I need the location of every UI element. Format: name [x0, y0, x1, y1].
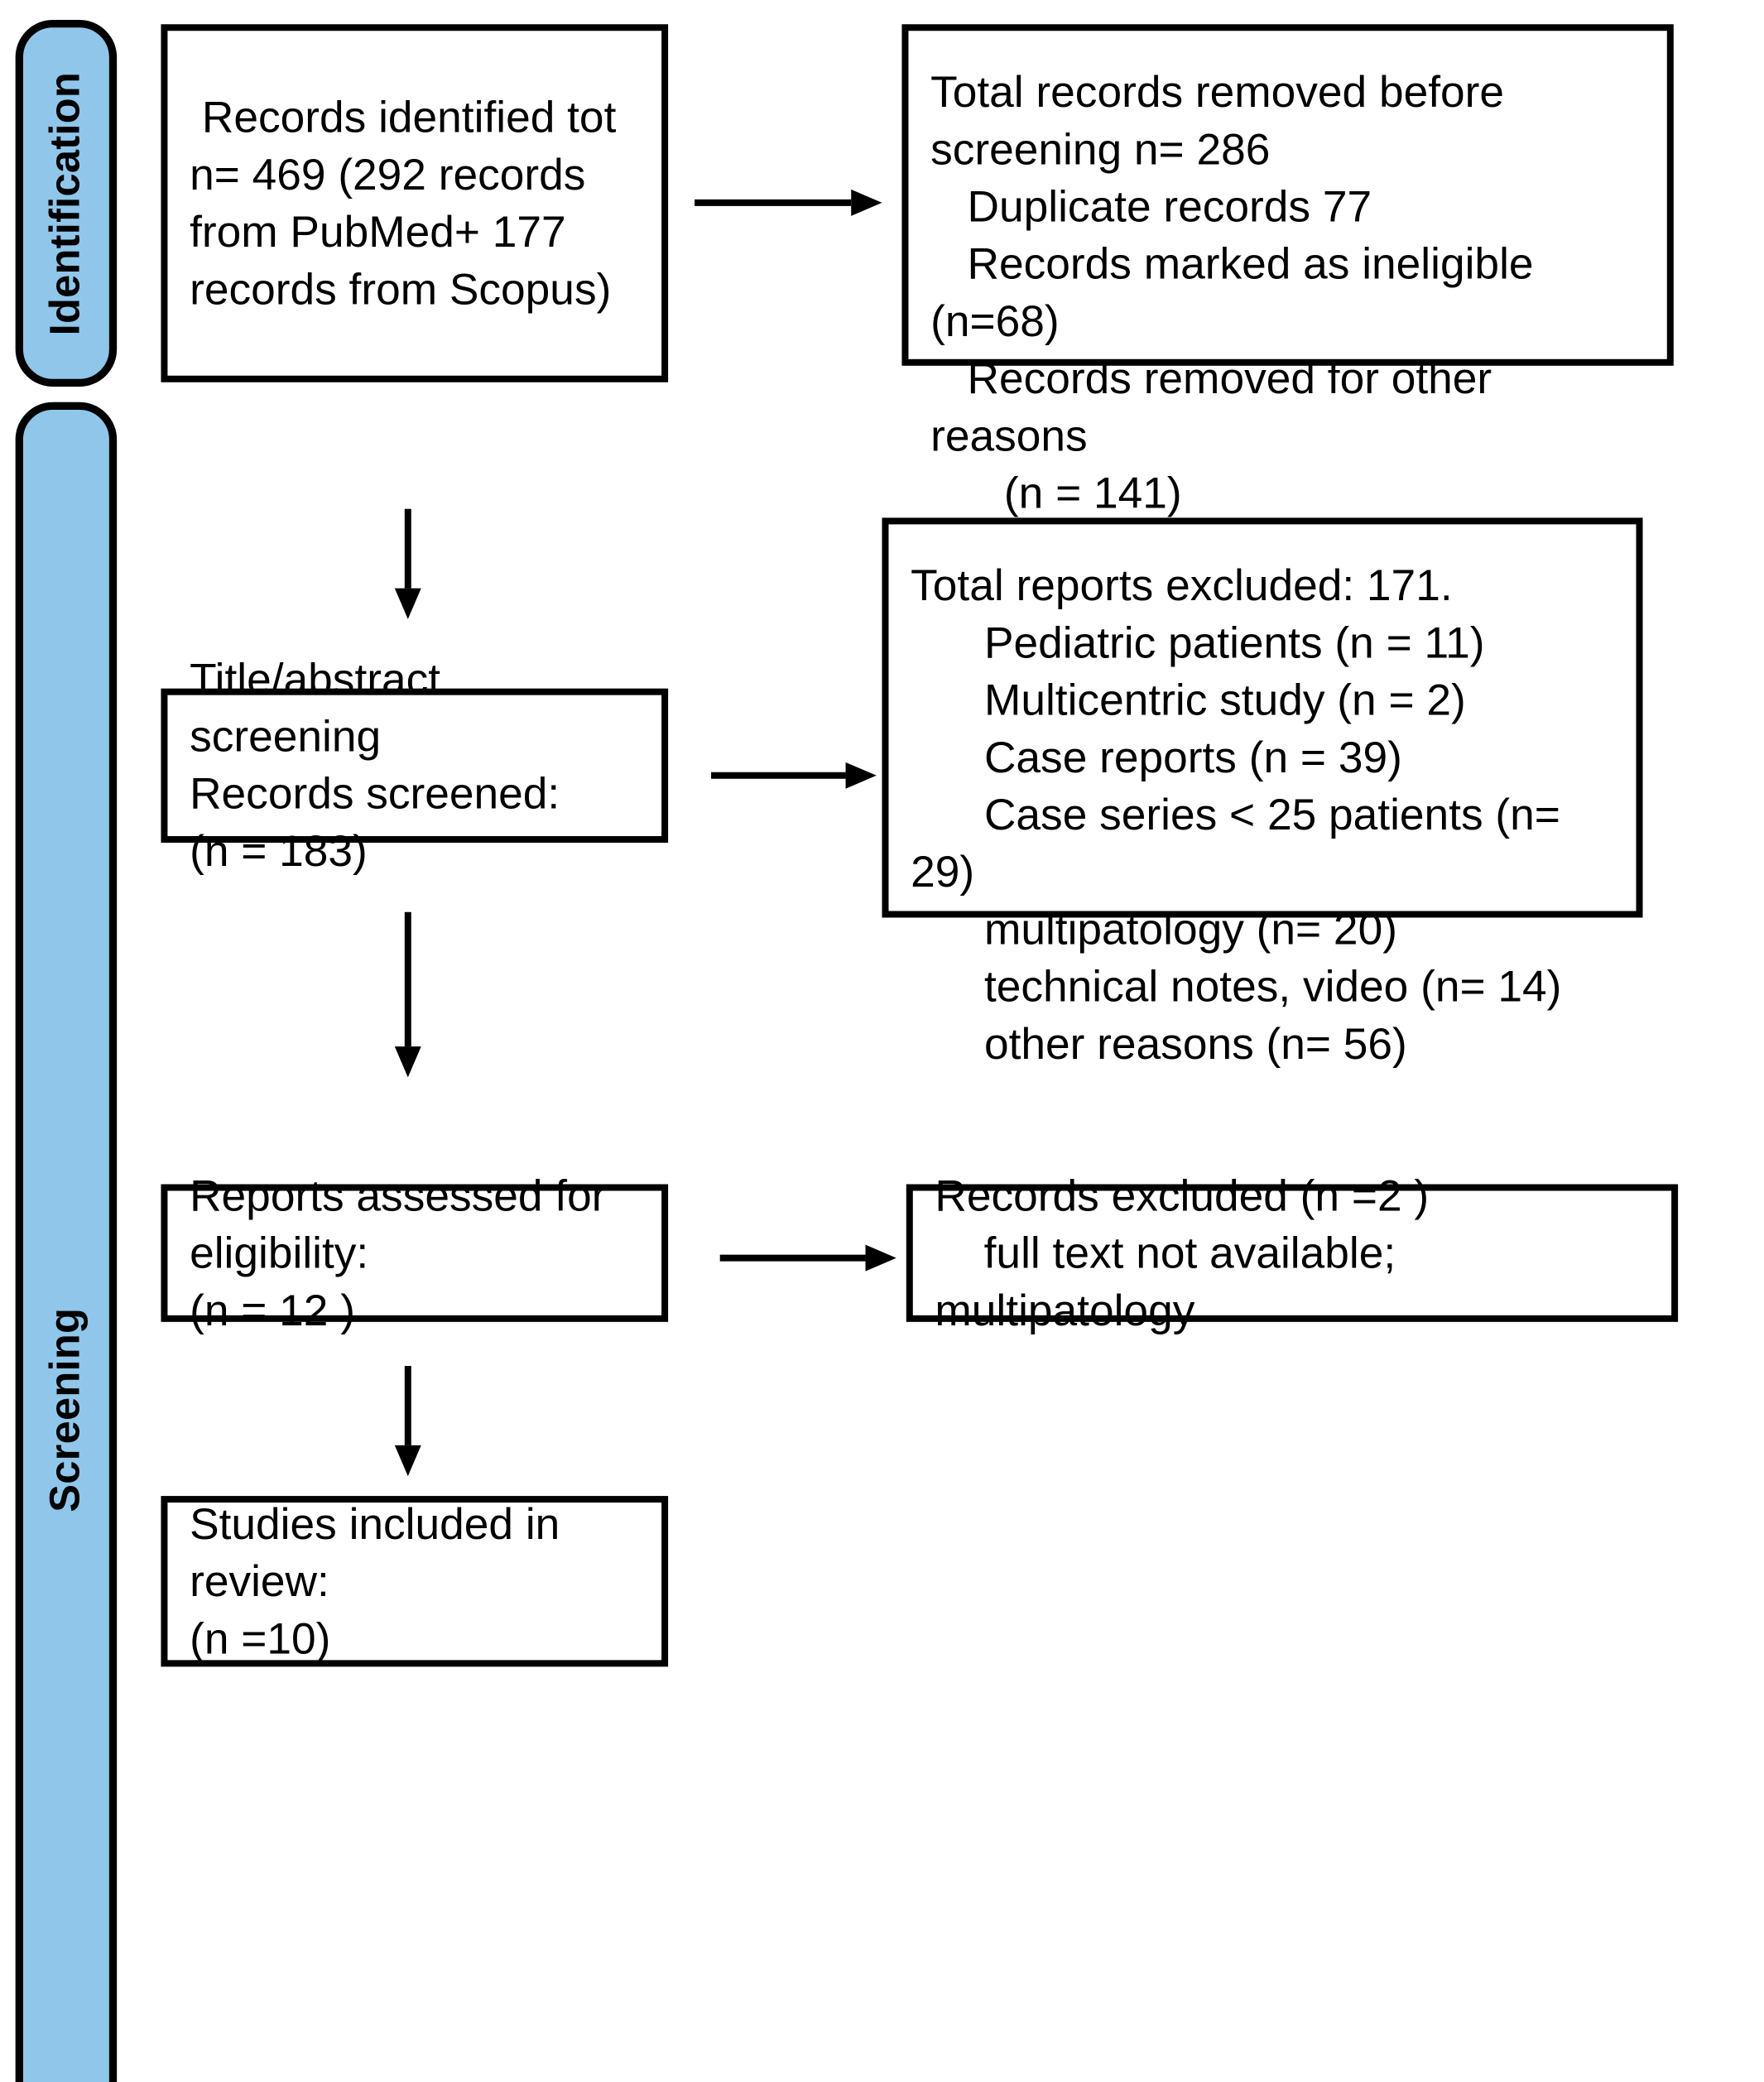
arrow-identified-to-removed [695, 189, 882, 216]
arrow-screened-to-assessed [394, 911, 421, 1078]
arrow-assessed-to-included [394, 1366, 421, 1477]
box-records-excluded-fulltext-text: Records excluded (n =2 ) full text not a… [935, 1171, 1430, 1335]
arrow-assessed-to-excluded [719, 1244, 896, 1272]
box-studies-included-text: Studies included in review: (n =10) [190, 1499, 560, 1663]
box-records-screened-text: Title/abstract screening Records screene… [190, 655, 560, 876]
arrow-screened-to-excluded [711, 762, 877, 789]
box-records-screened: Title/abstract screening Records screene… [161, 656, 669, 876]
phase-label-screening: Screening [42, 1307, 89, 1512]
phase-label-identification: Identification [42, 71, 89, 335]
box-reports-excluded-text: Total reports excluded: 171. Pediatric p… [911, 561, 1562, 1069]
box-records-removed: Total records removed before screening n… [901, 24, 1674, 517]
box-studies-included: Studies included in review: (n =10) [161, 1496, 669, 1667]
box-records-identified-text: Records identified tot n= 469 (292 recor… [190, 93, 629, 314]
box-records-excluded-fulltext: Records excluded (n =2 ) full text not a… [906, 1171, 1679, 1334]
box-records-identified: Records identified tot n= 469 (292 recor… [161, 24, 669, 382]
phase-bar-screening: Screening [15, 401, 118, 2082]
box-records-removed-text: Total records removed before screening n… [930, 68, 1534, 518]
box-reports-assessed-text: Reports assessed for eligibility: (n = 1… [190, 1171, 607, 1335]
box-reports-excluded: Total reports excluded: 171. Pediatric p… [882, 517, 1643, 1069]
phase-bar-identification: Identification [15, 19, 118, 387]
arrow-identified-to-screened [394, 508, 421, 619]
box-reports-assessed: Reports assessed for eligibility: (n = 1… [161, 1171, 669, 1334]
